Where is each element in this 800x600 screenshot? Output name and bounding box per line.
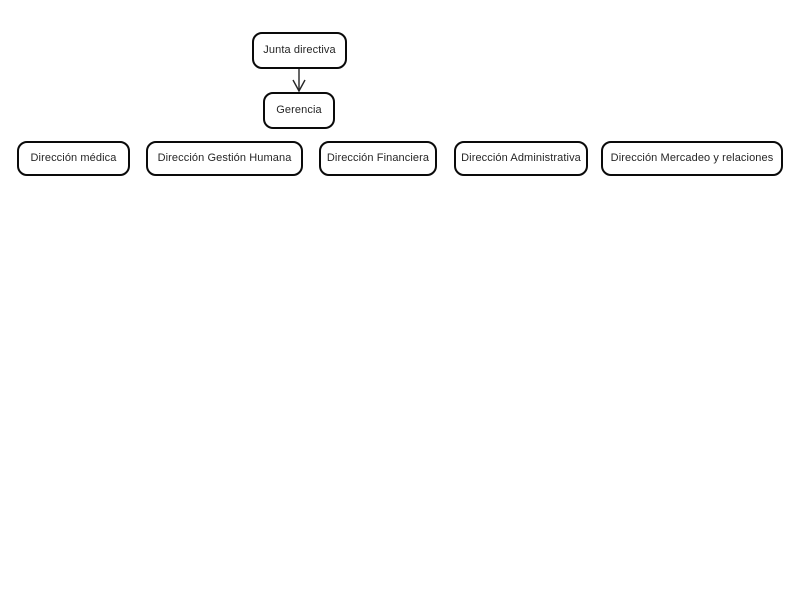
node-gerencia-label: Gerencia — [276, 104, 322, 116]
connector-junta-to-gerencia — [292, 69, 306, 93]
arrowhead-down-icon — [292, 79, 306, 93]
node-direccion-financiera[interactable]: Dirección Financiera — [319, 141, 437, 176]
node-direccion-medica[interactable]: Dirección médica — [17, 141, 130, 176]
node-direccion-medica-label: Dirección médica — [30, 152, 117, 164]
node-junta-directiva-label: Junta directiva — [263, 44, 336, 56]
node-direccion-gestion-humana-label: Dirección Gestión Humana — [157, 152, 292, 164]
node-gerencia[interactable]: Gerencia — [263, 92, 335, 129]
node-direccion-administrativa[interactable]: Dirección Administrativa — [454, 141, 588, 176]
node-direccion-gestion-humana[interactable]: Dirección Gestión Humana — [146, 141, 303, 176]
node-junta-directiva[interactable]: Junta directiva — [252, 32, 347, 69]
node-direccion-mercadeo[interactable]: Dirección Mercadeo y relaciones — [601, 141, 783, 176]
node-direccion-financiera-label: Dirección Financiera — [326, 152, 430, 164]
node-direccion-administrativa-label: Dirección Administrativa — [461, 152, 581, 164]
node-direccion-mercadeo-label: Dirección Mercadeo y relaciones — [610, 152, 774, 164]
